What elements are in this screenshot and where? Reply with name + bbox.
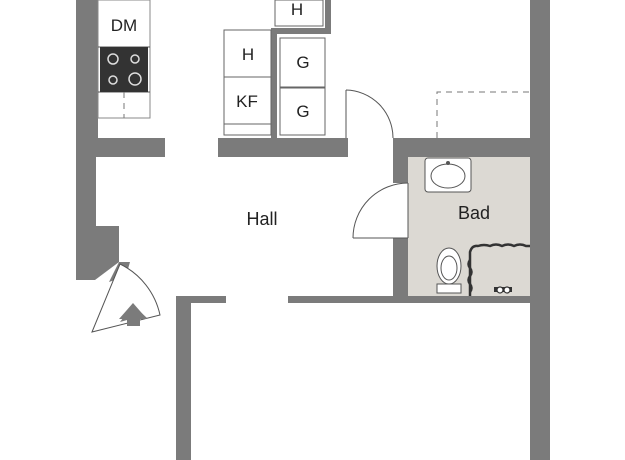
storage-units <box>223 0 326 136</box>
dishwasher-label: DM <box>111 16 137 35</box>
fridge-freezer-label: KF <box>236 92 258 111</box>
walls <box>76 0 550 460</box>
wardrobe-top-label: H <box>291 0 303 19</box>
kitchen-door <box>345 89 394 139</box>
shower-tap-icon <box>494 286 512 294</box>
closet-upper-label: G <box>296 53 309 72</box>
bathroom-label: Bad <box>458 203 490 223</box>
sink-icon <box>424 157 472 193</box>
wardrobe-mid-label: H <box>242 45 254 64</box>
entry-door <box>91 263 161 333</box>
stove <box>100 47 148 92</box>
toilet-icon <box>436 247 462 294</box>
dashed-outline <box>436 91 530 138</box>
bathroom-door <box>352 182 409 239</box>
shower-curtain-icon <box>467 243 530 296</box>
closet-lower-label: G <box>296 102 309 121</box>
hall-label: Hall <box>246 209 277 229</box>
